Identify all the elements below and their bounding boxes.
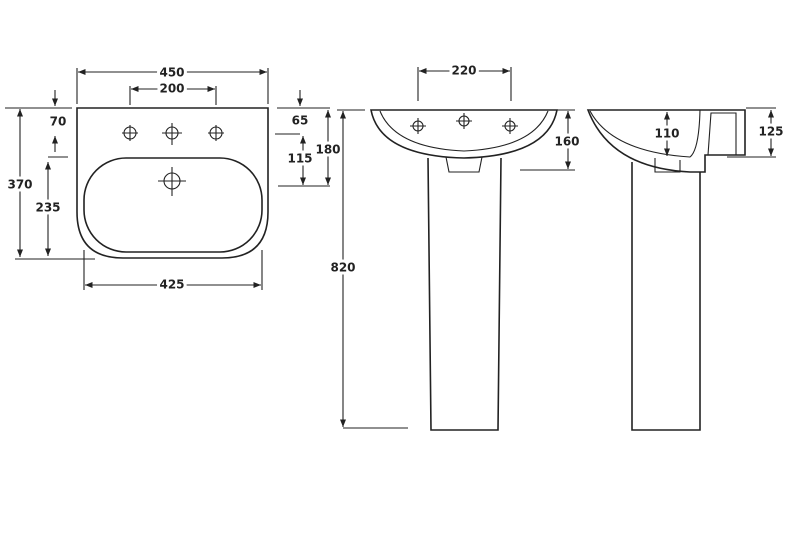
plan-view: 450 200 370 70 235 425 65 115 180	[4, 63, 343, 295]
back-recess	[707, 112, 737, 156]
tap-hole-icon	[410, 113, 518, 134]
dim-side-bowl-depth: 110	[654, 127, 679, 141]
dim-back-to-bowl: 180	[315, 143, 340, 157]
dimension-lines	[5, 68, 332, 290]
dim-overall-height: 820	[330, 261, 355, 275]
dim-tap-to-back: 70	[50, 115, 67, 129]
front-view: 220 160 820	[327, 61, 583, 431]
trap	[654, 158, 681, 173]
dim-back-to-taps: 65	[292, 114, 309, 128]
dim-overall-depth: 370	[7, 178, 32, 192]
dim-bowl-depth: 235	[35, 201, 60, 215]
dim-basin-height: 160	[554, 135, 579, 149]
pedestal	[427, 157, 502, 431]
dimension-lines	[337, 67, 575, 429]
pedestal	[631, 162, 701, 431]
drain-hole-icon	[158, 167, 186, 196]
dim-tap-spread: 220	[451, 64, 476, 78]
dim-back-height: 125	[758, 125, 783, 139]
basin-front-outline	[370, 109, 558, 159]
tap-hole-icon	[122, 123, 224, 145]
basin-inner-curve	[589, 109, 701, 158]
dimension-lines	[663, 107, 776, 158]
bowl-outline	[83, 157, 263, 253]
basin-side-outline	[586, 109, 746, 173]
basin-outline	[76, 107, 269, 259]
dim-bowl-width: 425	[159, 278, 184, 292]
dim-overall-width: 450	[159, 66, 184, 80]
trap	[445, 156, 483, 173]
basin-inner-rim	[379, 110, 549, 152]
side-view: 110 125	[586, 107, 787, 431]
dim-taps-to-bowl: 115	[287, 152, 312, 166]
dim-tap-spacing: 200	[159, 82, 184, 96]
